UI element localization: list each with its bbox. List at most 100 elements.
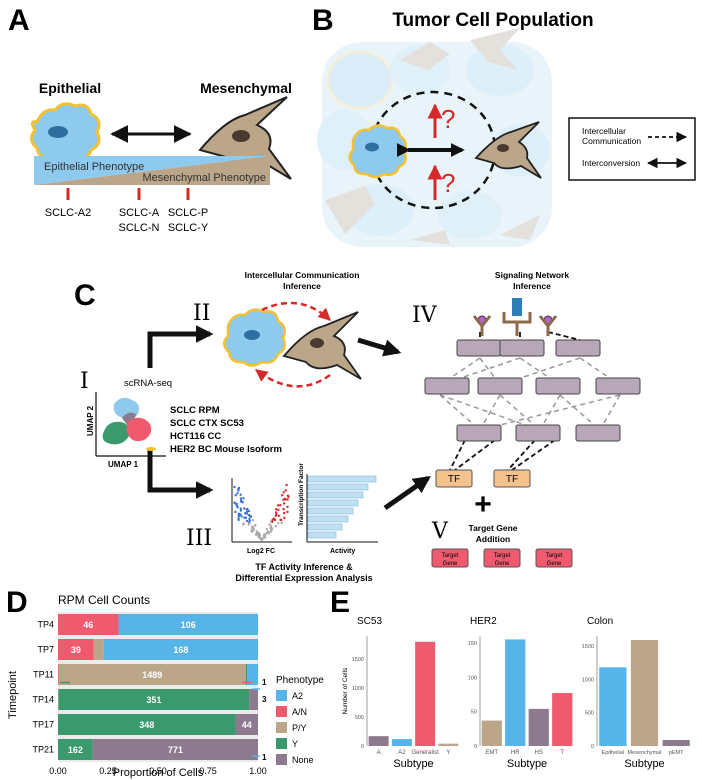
- workflow-arrow: [147, 450, 214, 499]
- volcano-point: [254, 533, 257, 536]
- bar-segment: [247, 664, 258, 685]
- chart-e-title: Colon: [587, 616, 613, 627]
- volcano-point: [237, 486, 241, 490]
- volcano-point: [239, 497, 243, 500]
- volcano-point: [270, 528, 274, 531]
- panel-b-letter: B: [312, 4, 334, 37]
- bar: [438, 743, 459, 746]
- volcano-point: [274, 511, 278, 514]
- mesenchymal-cell-icon: [282, 311, 362, 380]
- ici-title: Intercellular Communication: [245, 270, 360, 280]
- communication-arrow: [254, 368, 331, 388]
- panel-b-legend: Intercellular Communication Interconvers…: [568, 117, 696, 181]
- legend-label: A2: [292, 691, 303, 701]
- volcano-point: [245, 508, 249, 511]
- target-gene-label: Target: [442, 553, 459, 559]
- bar-segment: [235, 714, 258, 735]
- legend-label: None: [292, 755, 314, 765]
- dataset-label: SCLC CTX SC53: [170, 418, 244, 429]
- y-tick-label: 0: [474, 744, 477, 750]
- roman-numeral: IV: [412, 303, 438, 328]
- bar: [552, 693, 573, 746]
- roman-numeral: I: [80, 369, 89, 394]
- y-tick-label: TP7: [37, 645, 54, 655]
- volcano-point: [282, 502, 286, 505]
- data-label: 1489: [142, 670, 162, 680]
- legend-swatch: [276, 722, 287, 733]
- bar-segment: [249, 689, 258, 710]
- volcano-point: [262, 536, 265, 539]
- volcano-point: [282, 491, 285, 494]
- bar-segment: [58, 664, 246, 685]
- y-tick-label: TP21: [32, 745, 54, 755]
- volcano-point: [267, 530, 270, 533]
- chart-d-ylabel: Timepoint: [7, 671, 19, 719]
- data-label: 162: [68, 745, 83, 755]
- bar-segment: [58, 639, 94, 660]
- roman-numeral: III: [186, 526, 212, 551]
- volcano-point: [234, 502, 238, 505]
- bar-segment: [58, 739, 93, 760]
- x-tick-label: EMT: [485, 750, 498, 756]
- bar: [368, 736, 389, 746]
- volcano-point: [277, 522, 280, 525]
- receptor-icon: [538, 315, 558, 336]
- x-tick-label: 0.50: [149, 766, 167, 776]
- volcano-point: [247, 513, 251, 517]
- panel-a: A Epithelial Mesenchymal Epithelial Phen…: [8, 4, 292, 234]
- x-tick-label: pEMT: [669, 750, 684, 756]
- annotation-label: 3: [262, 695, 267, 704]
- legend-swatch: [276, 690, 287, 701]
- workflow-arrow: [357, 337, 402, 357]
- volcano-point: [284, 498, 287, 501]
- bar-segment: [58, 714, 236, 735]
- sni-title: Inference: [513, 281, 551, 291]
- legend-label-communication: Intercellular: [582, 126, 626, 136]
- bar-segment: [58, 664, 59, 685]
- volcano-point: [234, 494, 237, 497]
- y-tick-label: 0: [591, 744, 594, 750]
- target-gene-boxes: [431, 548, 573, 568]
- y-tick-label: TP17: [32, 720, 54, 730]
- x-tick-label: 0.00: [49, 766, 67, 776]
- chart-e-title: SC53: [357, 616, 382, 627]
- volcano-point: [274, 514, 278, 517]
- mesenchymal-label: Mesenchymal: [200, 80, 292, 96]
- volcano-point: [237, 488, 240, 492]
- bar-segment: [93, 639, 104, 660]
- volcano-point: [280, 521, 283, 525]
- y-tick-label: TP4: [37, 620, 54, 630]
- x-tick-label: Epithelial: [602, 750, 624, 756]
- volcano-point: [269, 520, 273, 523]
- data-label: 106: [181, 620, 196, 630]
- tf-box-label: TF: [448, 474, 460, 485]
- ici-title: Inference: [283, 281, 321, 291]
- tf-title: TF Activity Inference &: [255, 562, 353, 572]
- target-gene-label: Gene: [495, 561, 510, 567]
- volcano-point: [280, 494, 284, 497]
- volcano-point: [274, 524, 277, 528]
- y-tick-label: 1000: [582, 677, 594, 683]
- volcano-point: [282, 507, 285, 511]
- dataset-label: HER2 BC Mouse Isoform: [170, 444, 282, 455]
- epithelial-label: Epithelial: [39, 80, 101, 96]
- plot-background: [58, 612, 258, 762]
- bar-segment: [92, 739, 258, 760]
- y-tick-label: TP11: [33, 670, 54, 680]
- annotation-label: 1: [262, 753, 267, 762]
- panel-b: B Tumor Cell Population: [312, 4, 696, 247]
- volcano-point: [243, 507, 246, 510]
- target-title: Addition: [476, 534, 510, 544]
- panel-b-title: Tumor Cell Population: [392, 10, 593, 31]
- panel-a-letter: A: [8, 4, 30, 37]
- umap1-label: UMAP 1: [108, 460, 139, 469]
- subtype-label: SCLC-A: [119, 207, 160, 219]
- volcano-point: [279, 518, 282, 522]
- y-tick-label: 500: [355, 715, 364, 721]
- mesenchymal-phenotype-label: Mesenchymal Phenotype: [142, 172, 266, 184]
- volcano-point: [283, 511, 286, 515]
- volcano-point: [247, 509, 251, 513]
- dataset-label: HCT116 CC: [170, 431, 221, 442]
- y-tick-label: 1500: [352, 657, 364, 663]
